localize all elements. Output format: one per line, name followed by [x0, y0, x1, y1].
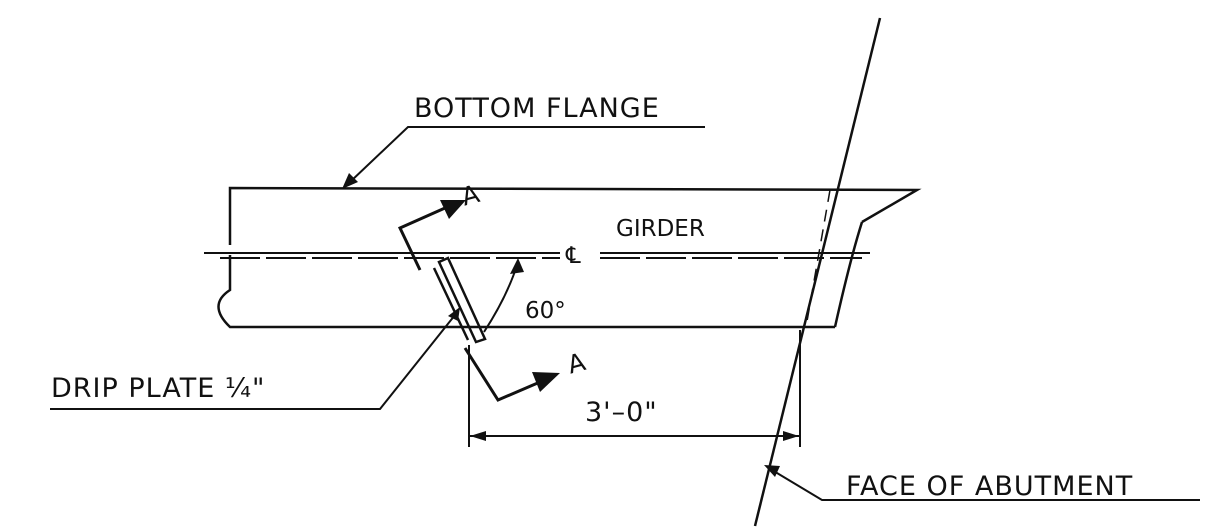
drip-plate-label: DRIP PLATE ¼"	[51, 373, 265, 404]
bottom-flange-outline	[217, 186, 922, 329]
abutment-hidden-line	[805, 189, 831, 328]
face-of-abutment-label: FACE OF ABUTMENT	[846, 471, 1133, 502]
bottom-flange-leader	[349, 126, 705, 183]
girder-centerline	[204, 252, 870, 259]
face-of-abutment-line	[753, 17, 882, 527]
section-arrow-top	[440, 200, 466, 219]
angle-label: 60°	[525, 298, 566, 324]
girder-label: GIRDER	[616, 216, 705, 242]
section-cut-line	[397, 200, 560, 402]
section-arrow-bottom	[532, 372, 560, 392]
section-mark-top: A	[458, 179, 482, 211]
drip-plate	[437, 256, 487, 344]
drip-plate-leader-arrow	[448, 307, 460, 321]
drip-plate-leader	[50, 314, 456, 410]
dimension-3ft	[468, 330, 801, 447]
angle-arrow	[510, 258, 524, 274]
abutment-leader-arrow	[764, 465, 780, 477]
bottom-flange-leader-arrow	[342, 173, 358, 189]
bottom-flange-label: BOTTOM FLANGE	[414, 93, 660, 124]
centerline-symbol: ℄	[565, 243, 581, 269]
abutment-leader	[771, 469, 1200, 501]
dimension-label: 3'–0"	[585, 397, 658, 428]
section-mark-bottom: A	[564, 347, 588, 379]
